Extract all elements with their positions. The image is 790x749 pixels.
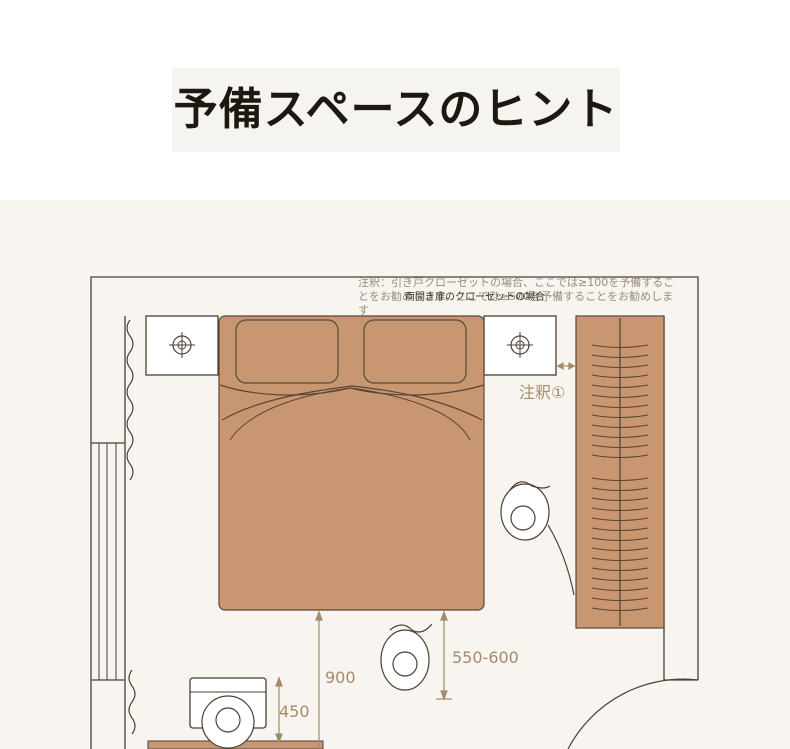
person-by-wardrobe (500, 481, 575, 596)
bed (218, 315, 485, 611)
hinged-closet-note: 両開き扉のクローゼットの場合 (405, 292, 545, 303)
curtain (126, 319, 136, 735)
dimension-450: 450 (279, 702, 310, 721)
note-reference-label: 注釈① (519, 383, 566, 402)
dimension-550-600: 550-600 (452, 648, 519, 667)
dimension-lines (275, 361, 576, 749)
nightstand-left (145, 315, 219, 376)
dimension-900: 900 (325, 668, 356, 687)
window (98, 443, 117, 680)
sliding-closet-note: 注釈：引き戸クローゼットの場合、ここでは≥100を予備することをお勧めします。こ… (358, 276, 675, 317)
page-title: 予備スペースのヒント (173, 84, 619, 135)
wardrobe (575, 315, 665, 629)
person-at-desk (201, 695, 255, 749)
header: 予備スペースのヒント (0, 0, 790, 200)
title-banner: 予備スペースのヒント (172, 68, 620, 152)
nightstand-right (483, 315, 557, 376)
person-at-bed-foot (380, 623, 433, 691)
door-swing (567, 678, 699, 749)
